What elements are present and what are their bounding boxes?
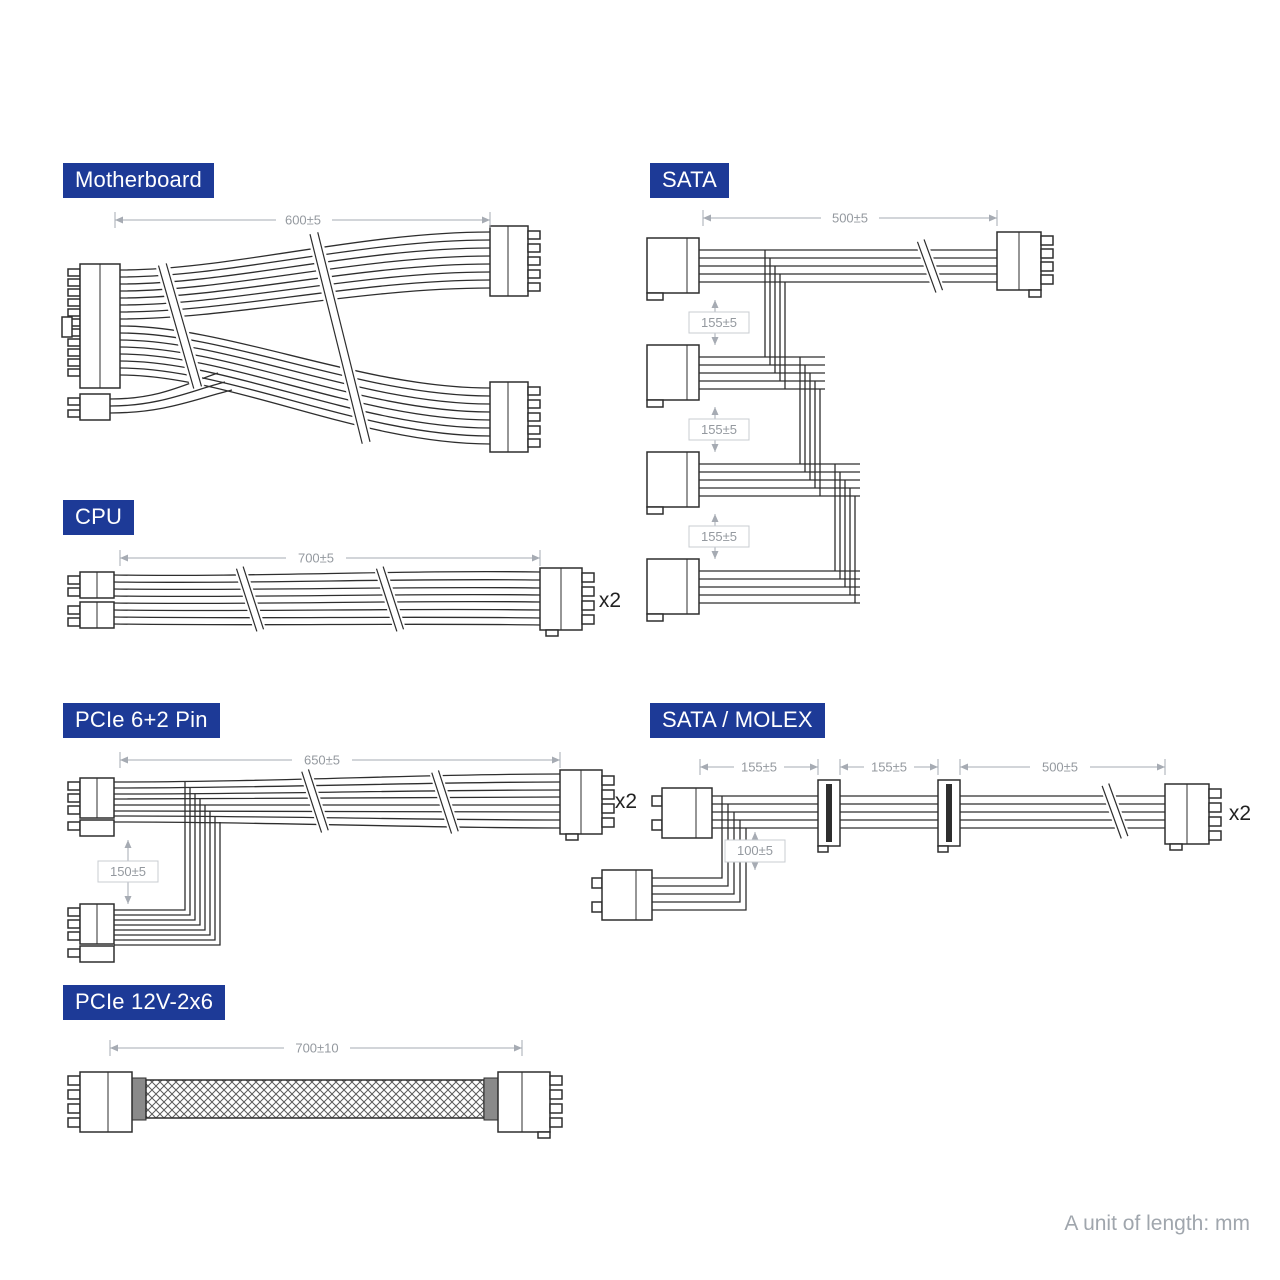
motherboard-cable-svg: 600±5 — [61, 212, 541, 453]
dim-branch-label: 100±5 — [737, 843, 773, 858]
molex-connector-1 — [651, 787, 713, 839]
dim-length-label: 600±5 — [285, 213, 321, 228]
dim-length-label: 700±10 — [295, 1041, 338, 1056]
dim-seg2-label: 155±5 — [871, 760, 907, 775]
multiplier-label: x2 — [1229, 802, 1251, 825]
cable-break-mark — [1099, 782, 1131, 840]
sata-cable-diagram: 500±5 155±5 155±5 155±5 — [645, 200, 1075, 640]
dimension-gap2: 155±5 — [688, 407, 750, 452]
section-label-pcie: PCIe 6+2 Pin — [63, 703, 220, 738]
pcie-12v-connector-left — [67, 1071, 133, 1133]
wire-bundle — [109, 231, 491, 445]
molex-connector-2 — [591, 869, 653, 921]
cable-break-mark — [234, 565, 266, 633]
psu-8pin-connector — [559, 769, 615, 841]
section-label-sata-molex: SATA / MOLEX — [650, 703, 825, 738]
dimension-length: 500±5 — [702, 210, 998, 226]
wire-bundle — [113, 773, 561, 946]
dim-length-label: 700±5 — [298, 551, 334, 566]
dimension-length: 700±10 — [109, 1040, 523, 1056]
section-label-pcie-12v: PCIe 12V-2x6 — [63, 985, 226, 1020]
mb-plug-bottom-connector — [489, 381, 541, 453]
dimension-length: 700±5 — [119, 550, 541, 566]
cpu-cable-diagram: 700±5 x2 — [60, 540, 640, 660]
dimension-gap1: 155±5 — [688, 300, 750, 345]
cpu-cable-svg: 700±5 x2 — [67, 550, 621, 637]
dim-seg3-label: 500±5 — [1042, 760, 1078, 775]
sata-molex-cable-diagram: 155±5 155±5 500±5 100±5 x2 — [590, 742, 1280, 972]
dim-gap3-label: 155±5 — [701, 529, 737, 544]
section-label-sata: SATA — [650, 163, 729, 198]
sata-cable-svg: 500±5 155±5 155±5 155±5 — [646, 210, 1054, 622]
cable-break-mark — [299, 768, 331, 834]
sata-connector-2 — [937, 779, 961, 853]
section-label-cpu: CPU — [63, 500, 135, 535]
multiplier-label: x2 — [615, 790, 637, 813]
dimension-branch: 150±5 — [97, 840, 159, 904]
dim-seg1-label: 155±5 — [741, 760, 777, 775]
cable-break-mark — [155, 262, 205, 390]
psu-8pin-connector — [996, 231, 1054, 298]
pcie-cable-svg: 650±5 150±5 x2 — [67, 752, 637, 963]
pcie-6plus2-connector-bottom — [67, 903, 115, 963]
dim-gap2-label: 155±5 — [701, 422, 737, 437]
section-label-motherboard: Motherboard — [63, 163, 214, 198]
sense-4pin-connector — [67, 393, 111, 421]
pcie-cable-diagram: 650±5 150±5 x2 — [60, 742, 650, 972]
sata-connector-2 — [646, 344, 700, 408]
psu-8pin-connector — [1164, 783, 1222, 851]
pcie-12v-connector-right — [497, 1071, 563, 1139]
cable-break-mark — [307, 231, 373, 445]
dimension-seg3: 500±5 — [959, 759, 1166, 775]
atx-24pin-connector — [61, 263, 121, 389]
motherboard-cable-diagram: 600±5 — [60, 198, 620, 498]
cable-break-mark — [374, 565, 406, 633]
pcie-12v-cable-svg: 700±10 — [67, 1040, 563, 1139]
wire-bundle — [652, 795, 1165, 911]
cable-break-mark — [429, 769, 461, 835]
unit-note: A unit of length: mm — [1064, 1212, 1250, 1235]
psu-8pin-connector — [539, 567, 595, 637]
sata-connector-1 — [817, 779, 841, 853]
braided-sleeve — [131, 1077, 499, 1121]
multiplier-label: x2 — [599, 589, 621, 612]
sata-molex-cable-svg: 155±5 155±5 500±5 100±5 x2 — [591, 759, 1251, 921]
sata-connector-3 — [646, 451, 700, 515]
cable-break-mark — [915, 238, 945, 294]
wire-bundle — [699, 249, 997, 604]
sata-connector-1 — [646, 237, 700, 301]
pcie-12v-cable-diagram: 700±10 — [60, 1030, 620, 1160]
dim-length-label: 500±5 — [832, 211, 868, 226]
dimension-length: 600±5 — [114, 212, 491, 228]
dimension-branch: 100±5 — [724, 832, 786, 870]
dim-length-label: 650±5 — [304, 753, 340, 768]
cpu-4plus4-connector — [67, 571, 115, 629]
dimension-gap3: 155±5 — [688, 514, 750, 559]
sata-connector-4 — [646, 558, 700, 622]
dimension-length: 650±5 — [119, 752, 561, 768]
dim-branch-label: 150±5 — [110, 864, 146, 879]
dimension-seg2: 155±5 — [839, 759, 939, 775]
pcie-6plus2-connector-top — [67, 777, 115, 837]
dim-gap1-label: 155±5 — [701, 315, 737, 330]
wire-bundle — [113, 570, 541, 626]
mb-plug-top-connector — [489, 225, 541, 297]
dimension-seg1: 155±5 — [699, 759, 819, 775]
